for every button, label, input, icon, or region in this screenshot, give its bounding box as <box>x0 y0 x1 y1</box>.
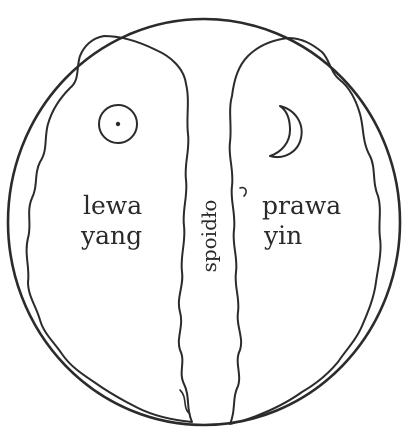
right-hemisphere-label-line1: prawa <box>262 191 341 220</box>
crescent-moon-icon <box>270 106 302 157</box>
left-hemisphere-label-line2: yang <box>80 221 142 250</box>
sun-icon <box>99 105 137 143</box>
corpus-callosum-label: spoidło <box>197 200 221 273</box>
right-hemisphere-detail <box>240 188 246 196</box>
left-hemisphere-label-line1: lewa <box>83 191 142 220</box>
right-hemisphere-label-line2: yin <box>263 221 302 250</box>
